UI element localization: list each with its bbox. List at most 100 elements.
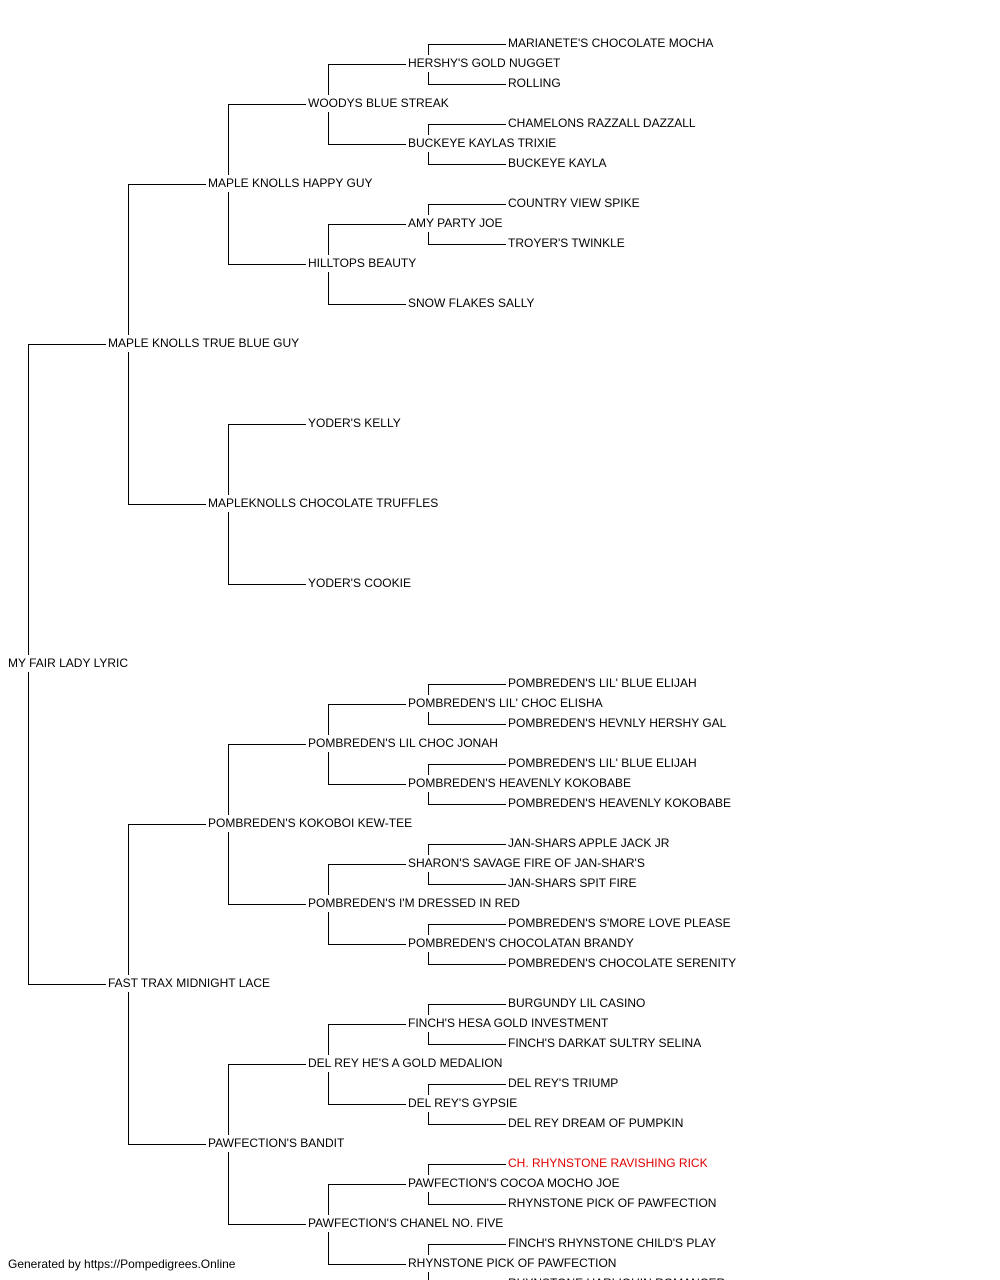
dog-name: POMBREDEN'S CHOCOLATE SERENITY — [508, 956, 736, 970]
connector-line — [328, 912, 406, 945]
dog-name: POMBREDEN'S HEAVENLY KOKOBABE — [408, 776, 631, 790]
connector-line — [128, 352, 206, 505]
dog-name: FINCH'S DARKAT SULTRY SELINA — [508, 1036, 701, 1050]
connector-line — [428, 1192, 506, 1205]
connector-line — [328, 752, 406, 785]
connector-line — [428, 124, 506, 135]
dog-name: DEL REY'S GYPSIE — [408, 1096, 517, 1110]
connector-line — [428, 1164, 506, 1175]
connector-line — [428, 1244, 506, 1255]
dog-name: HILLTOPS BEAUTY — [308, 256, 416, 270]
connector-line — [428, 764, 506, 775]
connector-line — [328, 112, 406, 145]
connector-line — [328, 224, 406, 255]
connector-line — [228, 1152, 306, 1225]
footer-credit: Generated by https://Pompedigrees.Online — [8, 1257, 236, 1271]
dog-name: ROLLING — [508, 76, 561, 90]
connector-line — [128, 184, 206, 335]
dog-name: POMBREDEN'S LIL CHOC JONAH — [308, 736, 498, 750]
dog-name: POMBREDEN'S KOKOBOI KEW-TEE — [208, 816, 412, 830]
dog-name: POMBREDEN'S HEVNLY HERSHY GAL — [508, 716, 727, 730]
connector-line — [328, 1024, 406, 1055]
connector-line — [28, 672, 106, 985]
dog-name: PAWFECTION'S BANDIT — [208, 1136, 345, 1150]
dog-name: CH. RHYNSTONE RAVISHING RICK — [508, 1156, 708, 1170]
name-labels: MY FAIR LADY LYRIC MAPLE KNOLLS TRUE BLUE… — [8, 36, 736, 1280]
connector-line — [428, 924, 506, 935]
connector-line — [228, 832, 306, 905]
dog-name: FAST TRAX MIDNIGHT LACE — [108, 976, 270, 990]
dog-name: POMBREDEN'S LIL' CHOC ELISHA — [408, 696, 603, 710]
dog-name: MAPLE KNOLLS TRUE BLUE GUY — [108, 336, 299, 350]
dog-name: TROYER'S TWINKLE — [508, 236, 625, 250]
dog-name: RHYNSTONE HARLIQUIN ROMANCER — [508, 1276, 725, 1280]
connector-line — [428, 872, 506, 885]
dog-name: MAPLE KNOLLS HAPPY GUY — [208, 176, 373, 190]
dog-name: SHARON'S SAVAGE FIRE OF JAN-SHAR'S — [408, 856, 645, 870]
dog-name: PAWFECTION'S CHANEL NO. FIVE — [308, 1216, 503, 1230]
dog-name: MAPLEKNOLLS CHOCOLATE TRUFFLES — [208, 496, 438, 510]
connector-line — [328, 864, 406, 895]
dog-name: FINCH'S RHYNSTONE CHILD'S PLAY — [508, 1236, 716, 1250]
dog-name: POMBREDEN'S LIL' BLUE ELIJAH — [508, 676, 697, 690]
dog-name: WOODYS BLUE STREAK — [308, 96, 449, 110]
dog-name: POMBREDEN'S S'MORE LOVE PLEASE — [508, 916, 731, 930]
connector-line — [328, 64, 406, 95]
connector-line — [128, 992, 206, 1145]
dog-name: PAWFECTION'S COCOA MOCHO JOE — [408, 1176, 620, 1190]
dog-name: DEL REY DREAM OF PUMPKIN — [508, 1116, 683, 1130]
connector-line — [428, 152, 506, 165]
dog-name: SNOW FLAKES SALLY — [408, 296, 535, 310]
connector-lines — [28, 44, 506, 1280]
dog-name: RHYNSTONE PICK OF PAWFECTION — [508, 1196, 716, 1210]
dog-name: RHYNSTONE PICK OF PAWFECTION — [408, 1256, 616, 1270]
dog-name: AMY PARTY JOE — [408, 216, 502, 230]
connector-line — [428, 792, 506, 805]
connector-line — [428, 44, 506, 55]
connector-line — [328, 272, 406, 305]
dog-name: CHAMELONS RAZZALL DAZZALL — [508, 116, 696, 130]
connector-line — [428, 204, 506, 215]
dog-name: MY FAIR LADY LYRIC — [8, 656, 128, 670]
connector-line — [428, 1272, 429, 1280]
connector-line — [328, 1072, 406, 1105]
dog-name: HERSHY'S GOLD NUGGET — [408, 56, 561, 70]
connector-line — [428, 844, 506, 855]
connector-line — [428, 232, 506, 245]
dog-name: YODER'S KELLY — [308, 416, 401, 430]
dog-name: POMBREDEN'S LIL' BLUE ELIJAH — [508, 756, 697, 770]
connector-line — [428, 1032, 506, 1045]
dog-name: BURGUNDY LIL CASINO — [508, 996, 645, 1010]
connector-line — [128, 824, 206, 975]
connector-line — [228, 192, 306, 265]
connector-line — [228, 512, 306, 585]
connector-line — [328, 1184, 406, 1215]
dog-name: JAN-SHARS APPLE JACK JR — [508, 836, 670, 850]
connector-line — [428, 712, 506, 725]
dog-name: JAN-SHARS SPIT FIRE — [508, 876, 636, 890]
connector-line — [228, 1064, 306, 1135]
dog-name: MARIANETE'S CHOCOLATE MOCHA — [508, 36, 713, 50]
connector-line — [428, 1004, 506, 1015]
connector-line — [228, 104, 306, 175]
connector-line — [228, 744, 306, 815]
connector-line — [428, 1112, 506, 1125]
dog-name: BUCKEYE KAYLAS TRIXIE — [408, 136, 556, 150]
dog-name: POMBREDEN'S HEAVENLY KOKOBABE — [508, 796, 731, 810]
dog-name: FINCH'S HESA GOLD INVESTMENT — [408, 1016, 609, 1030]
dog-name: DEL REY'S TRIUMP — [508, 1076, 618, 1090]
connector-line — [328, 704, 406, 735]
connector-line — [428, 952, 506, 965]
connector-line — [428, 72, 506, 85]
dog-name: BUCKEYE KAYLA — [508, 156, 606, 170]
dog-name: YODER'S COOKIE — [308, 576, 411, 590]
connector-line — [28, 344, 106, 655]
connector-line — [228, 424, 306, 495]
dog-name: POMBREDEN'S CHOCOLATAN BRANDY — [408, 936, 634, 950]
connector-line — [328, 1232, 406, 1265]
connector-line — [428, 1084, 506, 1095]
connector-line — [428, 684, 506, 695]
dog-name: POMBREDEN'S I'M DRESSED IN RED — [308, 896, 520, 910]
dog-name: COUNTRY VIEW SPIKE — [508, 196, 640, 210]
